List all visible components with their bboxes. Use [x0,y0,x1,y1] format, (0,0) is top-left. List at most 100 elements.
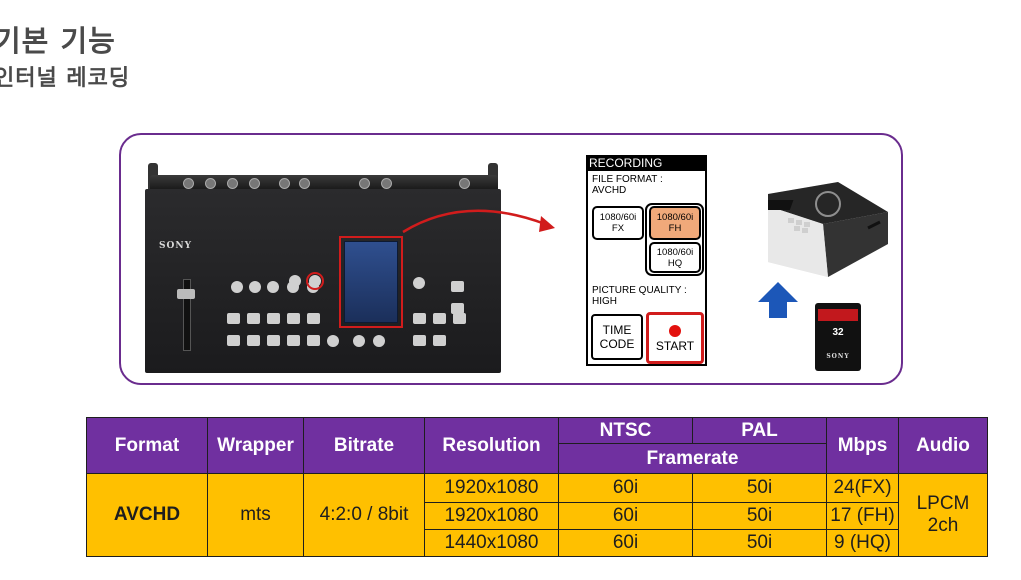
device-button [247,335,260,346]
sd-card-capacity: 32 [832,327,844,338]
cell-format: AVCHD [86,473,208,557]
cell-resolution: 1920x1080 [424,502,559,530]
device-cut-button [413,335,426,346]
header-mbps: Mbps [826,417,899,474]
time-code-line2: CODE [599,337,635,351]
device-streaming-highlight [306,272,324,290]
cell-ntsc: 60i [558,473,693,503]
device-button [287,313,300,324]
up-arrow-icon [758,282,798,318]
recording-spec-table: Format Wrapper Bitrate Resolution NTSC P… [86,417,988,557]
recording-menu-panel: RECORDING FILE FORMAT : AVCHD 1080/60i F… [586,155,707,366]
device-button [287,335,300,346]
device-button [227,335,240,346]
device-body: SONY [145,189,501,373]
time-code-button[interactable]: TIME CODE [591,314,643,360]
cell-mbps: 17 (FH) [826,502,899,530]
cell-resolution: 1920x1080 [424,473,559,503]
device-effect-menu-button [413,277,425,289]
cell-pal: 50i [692,529,827,557]
header-audio: Audio [898,417,988,474]
option-fh-line1: 1080/60i [656,212,694,223]
cell-resolution: 1440x1080 [424,529,559,557]
device-jack [227,178,238,189]
option-fx-line2: FX [611,223,625,234]
start-button[interactable]: START [646,312,704,364]
device-recording-button [289,275,301,287]
device-jack [359,178,370,189]
option-hq-line1: 1080/60i [656,246,694,258]
device-audio-knob [231,281,243,293]
device-dsk-button [451,303,464,314]
device-button [453,313,466,324]
device-screen-highlight [339,236,403,328]
cell-audio-line1: LPCM [916,493,970,514]
record-dot-icon [669,325,681,337]
device-brand-logo: SONY [159,241,192,251]
device-jack [249,178,260,189]
page-subtitle: 인터널 레코딩 [0,66,131,91]
cell-audio: LPCM 2ch [898,473,988,557]
device-auto-button [433,335,446,346]
device-button [353,335,365,347]
device-touch-screen [344,241,398,323]
cell-ntsc: 60i [558,529,693,557]
cell-pal: 50i [692,473,827,503]
start-label: START [655,339,695,353]
red-arrow-icon [402,209,555,234]
option-hq-line2: HQ [667,257,683,269]
device-jack [381,178,392,189]
file-format-label: FILE FORMAT : [592,174,663,185]
device-button [267,313,280,324]
cell-mbps: 24(FX) [826,473,899,503]
option-fh-button[interactable]: 1080/60i FH [649,206,701,240]
device-button [307,335,320,346]
header-ntsc: NTSC [558,417,693,444]
device-rear-panel [150,175,498,189]
sd-card-label-strip [818,309,858,321]
time-code-line1: TIME [602,323,632,337]
device-button [247,313,260,324]
device-button [433,313,446,324]
header-bitrate: Bitrate [303,417,425,474]
cell-audio-line2: 2ch [927,515,959,536]
sd-card-brand: SONY [826,353,850,360]
cell-mbps: 9 (HQ) [826,529,899,557]
file-format-value: AVCHD [592,185,627,196]
device-logo-button [451,281,464,292]
header-wrapper: Wrapper [207,417,304,474]
header-format: Format [86,417,208,474]
device-audio-knob [267,281,279,293]
option-hq-button[interactable]: 1080/60i HQ [649,242,701,273]
device-button [373,335,385,347]
cell-pal: 50i [692,502,827,530]
device-button [227,313,240,324]
header-resolution: Resolution [424,417,559,474]
device-button [327,335,339,347]
picture-quality-label: PICTURE QUALITY : [592,285,687,296]
page-title: 기본 기능 [0,24,116,58]
option-fx-line1: 1080/60i [599,212,637,223]
picture-quality-value: HIGH [592,296,617,307]
sd-card-image: 32 SONY [815,303,861,371]
recording-menu-body: FILE FORMAT : AVCHD 1080/60i FX 1080/60i… [588,171,705,364]
device-button [267,335,280,346]
device-jack [183,178,194,189]
option-fh-line2: FH [668,223,682,234]
device-jack [459,178,470,189]
selection-outline [645,203,704,276]
switcher-device-image: SONY [145,163,501,373]
cell-ntsc: 60i [558,502,693,530]
device-audio-knob [249,281,261,293]
header-framerate: Framerate [558,443,827,474]
device-jack [205,178,216,189]
device-jack [299,178,310,189]
device-fader-track [183,279,191,351]
recording-menu-header: RECORDING [589,156,663,170]
option-fx-button[interactable]: 1080/60i FX [592,206,644,240]
device-sd-slot-image [768,182,888,277]
device-fader-knob [177,289,195,299]
device-button [307,313,320,324]
cell-bitrate: 4:2:0 / 8bit [303,473,425,557]
device-jack [279,178,290,189]
